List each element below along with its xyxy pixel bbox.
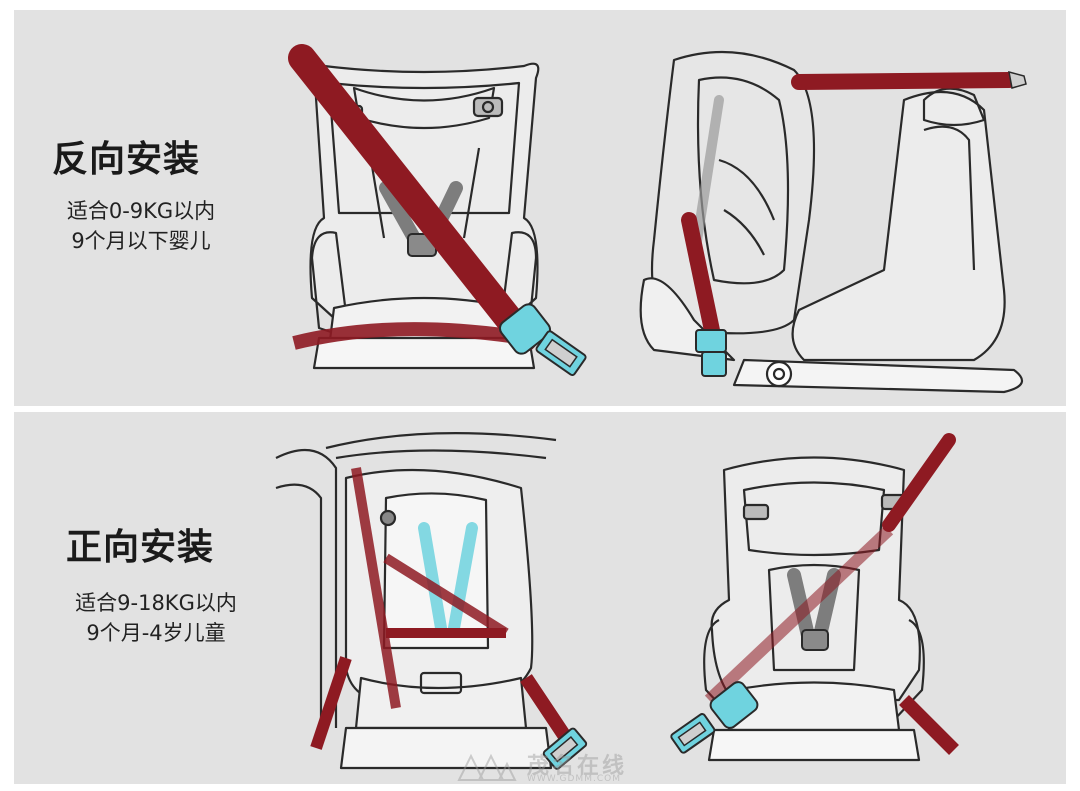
watermark-text: 茂名在线 <box>527 754 628 779</box>
forward-facing-seat-front-view-icon <box>670 433 959 762</box>
rear-facing-seat-front-view-icon <box>288 44 587 377</box>
rear-facing-panel: 反向安装 适合0-9KG以内 9个月以下婴儿 <box>14 10 1066 406</box>
forward-facing-seat-in-car-view-icon <box>275 432 588 770</box>
rear-facing-weight: 适合0-9KG以内 <box>66 199 216 223</box>
forward-facing-title: 正向安装 <box>66 527 215 568</box>
watermark: 茂名在线 WWW.GDMM.COM <box>455 748 655 788</box>
rear-facing-title: 反向安装 <box>52 139 201 180</box>
forward-facing-weight: 适合9-18KG以内 <box>75 591 237 615</box>
forward-facing-desc: 适合9-18KG以内 9个月-4岁儿童 <box>40 588 272 648</box>
rear-facing-seat-side-view-icon <box>639 50 1027 394</box>
forward-facing-panel: 正向安装 适合9-18KG以内 9个月-4岁儿童 <box>14 412 1066 784</box>
rear-facing-age: 9个月以下婴儿 <box>71 229 211 253</box>
rear-facing-desc: 适合0-9KG以内 9个月以下婴儿 <box>38 196 244 256</box>
watermark-url: WWW.GDMM.COM <box>527 774 621 784</box>
forward-facing-age: 9个月-4岁儿童 <box>86 621 226 645</box>
watermark-logo-icon <box>457 753 517 781</box>
